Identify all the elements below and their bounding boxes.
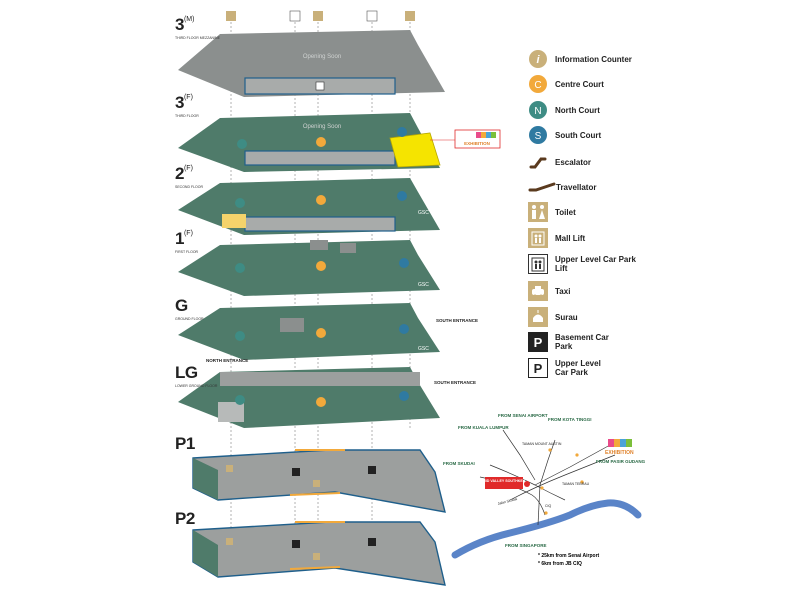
legend-north-court: N North Court xyxy=(528,100,645,120)
from-pasir-gudang: FROM PASIR GUDANG xyxy=(596,459,646,464)
legend-upper-car-park-lift: Upper Level Car Park Lift xyxy=(528,254,645,274)
centre-court-icon: C xyxy=(528,74,548,94)
svg-text:C: C xyxy=(534,80,541,91)
from-kl: FROM KUALA LUMPUR xyxy=(458,425,509,430)
svg-text:i: i xyxy=(536,54,540,66)
legend-toilet: Toilet xyxy=(528,202,645,222)
svg-text:N: N xyxy=(534,106,541,117)
toilet-icon xyxy=(528,202,548,222)
exhibition-logo: EXHIBITION xyxy=(605,439,634,456)
svg-text:EXHIBITION: EXHIBITION xyxy=(605,450,634,456)
north-entrance: NORTH ENTRANCE xyxy=(206,358,248,363)
river xyxy=(451,499,642,559)
from-singapore: FROM SINGAPORE xyxy=(505,543,547,548)
taxi-icon xyxy=(528,281,548,301)
distance-note-2: * 6km from JB CIQ xyxy=(538,561,582,567)
legend-basement-car-park: P Basement Car Park xyxy=(528,332,615,352)
surau-icon xyxy=(528,307,548,327)
legend-information-counter: i Information Counter xyxy=(528,49,645,69)
mid-valley-label: MID VALLEY SOUTHKEY xyxy=(483,479,526,483)
south-entrance-lg: SOUTH ENTRANCE xyxy=(434,380,476,385)
legend-escalator: Escalator xyxy=(528,152,645,172)
svg-text:P: P xyxy=(534,335,543,350)
floor-label-2f: 2(F) SECOND FLOOR xyxy=(175,164,204,189)
place-tebrau: TAMAN TEBRAU xyxy=(562,482,590,486)
legend-south-court: S South Court xyxy=(528,125,645,145)
opening-soon-3m: Opening Soon xyxy=(303,54,341,60)
floor-1f-plan[interactable]: GSC xyxy=(178,240,440,296)
location-map: MID VALLEY SOUTHKEY FROM SENAI AIRPORT F… xyxy=(443,413,646,567)
basement-car-park-icon: P xyxy=(528,332,548,352)
from-skudai: FROM SKUDAI xyxy=(443,461,475,466)
brand-label-1f: GSC xyxy=(418,282,429,288)
info-icon: i xyxy=(528,49,548,69)
brand-label-2f: GSC xyxy=(418,210,429,216)
floor-label-lg: LG LOWER GROUND FLOOR xyxy=(175,363,218,388)
north-court-icon: N xyxy=(528,100,548,120)
legend-taxi: Taxi xyxy=(528,281,645,301)
legend-travellator: Travellator xyxy=(528,177,646,197)
exhibition-area[interactable] xyxy=(389,132,441,168)
place-ciq: CIQ xyxy=(545,504,552,508)
floor-label-p1: P1 xyxy=(175,434,195,453)
floor-p2-plan[interactable] xyxy=(192,521,446,586)
car-park-lift-icon xyxy=(528,254,548,274)
floor-3m-plan[interactable]: Opening Soon xyxy=(178,30,445,97)
floor-label-3f: 3(F) THIRD FLOOR xyxy=(175,93,199,118)
south-entrance-g: SOUTH ENTRANCE xyxy=(436,318,478,323)
svg-text:P: P xyxy=(534,361,543,376)
legend-mall-lift: Mall Lift xyxy=(528,228,645,248)
svg-text:S: S xyxy=(535,131,542,142)
road-skudai: Jalan Skudai xyxy=(497,497,518,506)
legend-upper-car-park: P Upper Level Car Park xyxy=(528,358,615,378)
south-court-icon: S xyxy=(528,125,548,145)
floor-label-1f: 1(F) FIRST FLOOR xyxy=(175,229,199,254)
floor-label-3m: 3(M) THIRD FLOOR MEZZANINE xyxy=(175,15,220,40)
legend-surau: Surau xyxy=(528,307,645,327)
brand-label-g: GSC xyxy=(418,346,429,352)
svg-text:EXHIBITION: EXHIBITION xyxy=(464,141,490,146)
legend-centre-court: C Centre Court xyxy=(528,74,645,94)
floor-p1-plan[interactable] xyxy=(192,449,446,513)
floor-2f-plan[interactable]: GSC xyxy=(178,178,440,235)
from-kota-tinggi: FROM KOTA TINGGI xyxy=(548,417,592,422)
top-lift-icons xyxy=(226,10,415,22)
distance-note-1: * 25km from Senai Airport xyxy=(538,553,600,559)
mall-lift-icon xyxy=(528,228,548,248)
travellator-icon xyxy=(528,177,556,197)
floor-g-plan[interactable]: SOUTH ENTRANCE NORTH ENTRANCE GSC xyxy=(178,303,478,363)
mid-valley-marker-icon xyxy=(524,481,530,487)
floor-lg-plan[interactable]: SOUTH ENTRANCE xyxy=(178,367,476,428)
floor-label-g: G GROUND FLOOR xyxy=(175,296,204,321)
escalator-icon xyxy=(528,152,548,172)
roads xyxy=(479,429,616,526)
floor-3f-plan[interactable]: Opening Soon xyxy=(178,113,441,172)
opening-soon-3f: Opening Soon xyxy=(303,124,341,130)
exhibition-callout: EXHIBITION xyxy=(430,129,501,149)
from-senai: FROM SENAI AIRPORT xyxy=(498,413,548,418)
upper-car-park-icon: P xyxy=(528,358,548,378)
place-mount-austin: TAMAN MOUNT AUSTIN xyxy=(522,442,562,446)
floor-label-p2: P2 xyxy=(175,509,195,528)
